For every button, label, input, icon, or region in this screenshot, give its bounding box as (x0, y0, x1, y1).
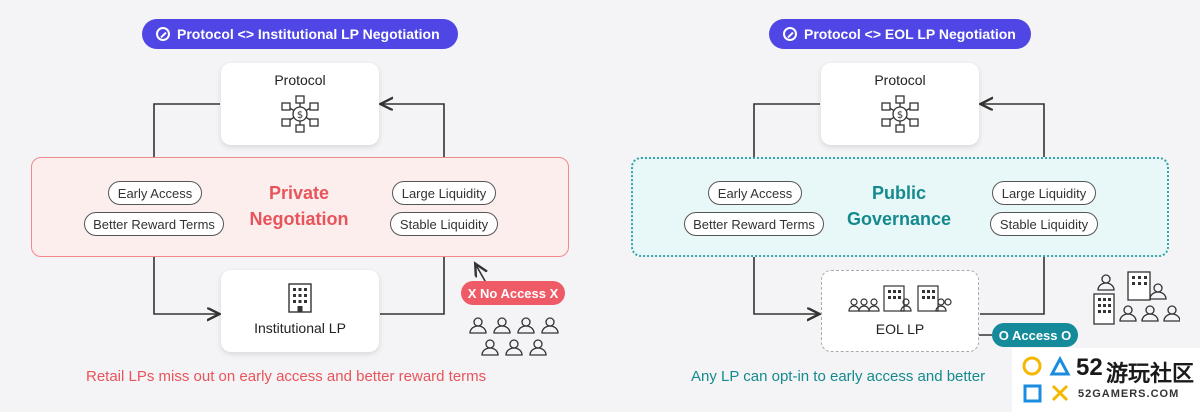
protocol-network-icon: $ (281, 95, 319, 133)
svg-text:$: $ (297, 110, 303, 121)
right-title-text: Protocol <> EOL LP Negotiation (804, 26, 1016, 42)
retail-crowd-icon (469, 317, 559, 356)
right-protocol-card: Protocol $ (821, 63, 979, 145)
right-tag-stable-liquidity: Stable Liquidity (990, 212, 1098, 236)
left-institutional-lp-card: Institutional LP (221, 270, 379, 352)
band-title-line2: Negotiation (249, 209, 349, 229)
left-private-negotiation-band (31, 157, 569, 257)
protocol-network-icon: $ (881, 95, 919, 133)
watermark-chinese: 游玩社区 (1106, 362, 1195, 387)
band-title-line1: Public (871, 183, 926, 203)
left-tag-better-reward-terms: Better Reward Terms (84, 212, 224, 236)
band-title-line2: Governance (846, 209, 952, 229)
right-tag-early-access: Early Access (708, 181, 802, 205)
eol-lp-label: EOL LP (875, 321, 925, 337)
left-title-pill: Protocol <> Institutional LP Negotiation (142, 19, 458, 49)
community-buildings-icon (848, 285, 952, 312)
right-title-pill: Protocol <> EOL LP Negotiation (769, 19, 1031, 49)
institutional-lp-label: Institutional LP (254, 320, 346, 336)
watermark: 52 游玩社区 52GAMERS.COM (1012, 348, 1200, 412)
right-tag-better-reward-terms: Better Reward Terms (684, 212, 824, 236)
right-public-governance-band (631, 157, 1169, 257)
svg-text:$: $ (897, 110, 903, 121)
no-access-badge: X No Access X (461, 281, 565, 305)
right-eol-lp-card: EOL LP (821, 270, 979, 352)
left-title-text: Protocol <> Institutional LP Negotiation (177, 26, 440, 42)
left-protocol-card: Protocol $ (221, 63, 379, 145)
left-tag-stable-liquidity: Stable Liquidity (390, 212, 498, 236)
watermark-logo-icon (1022, 355, 1071, 403)
protocol-label: Protocol (274, 72, 326, 88)
band-title-line1: Private (268, 183, 330, 203)
watermark-domain: 52GAMERS.COM (1078, 388, 1180, 400)
check-circle-icon (783, 27, 797, 41)
check-circle-icon (156, 27, 170, 41)
left-tag-large-liquidity: Large Liquidity (392, 181, 496, 205)
right-band-title: Public Governance (799, 180, 999, 232)
left-band-title: Private Negotiation (199, 180, 399, 232)
left-caption: Retail LPs miss out on early access and … (86, 368, 487, 385)
watermark-number: 52 (1076, 354, 1103, 381)
building-icon (288, 283, 312, 313)
left-tag-early-access: Early Access (108, 181, 202, 205)
right-caption: Any LP can opt-in to early access and be… (691, 368, 986, 385)
mixed-crowd-icon (1093, 271, 1180, 325)
right-tag-large-liquidity: Large Liquidity (992, 181, 1096, 205)
protocol-label: Protocol (874, 72, 926, 88)
access-badge: O Access O (992, 323, 1078, 347)
